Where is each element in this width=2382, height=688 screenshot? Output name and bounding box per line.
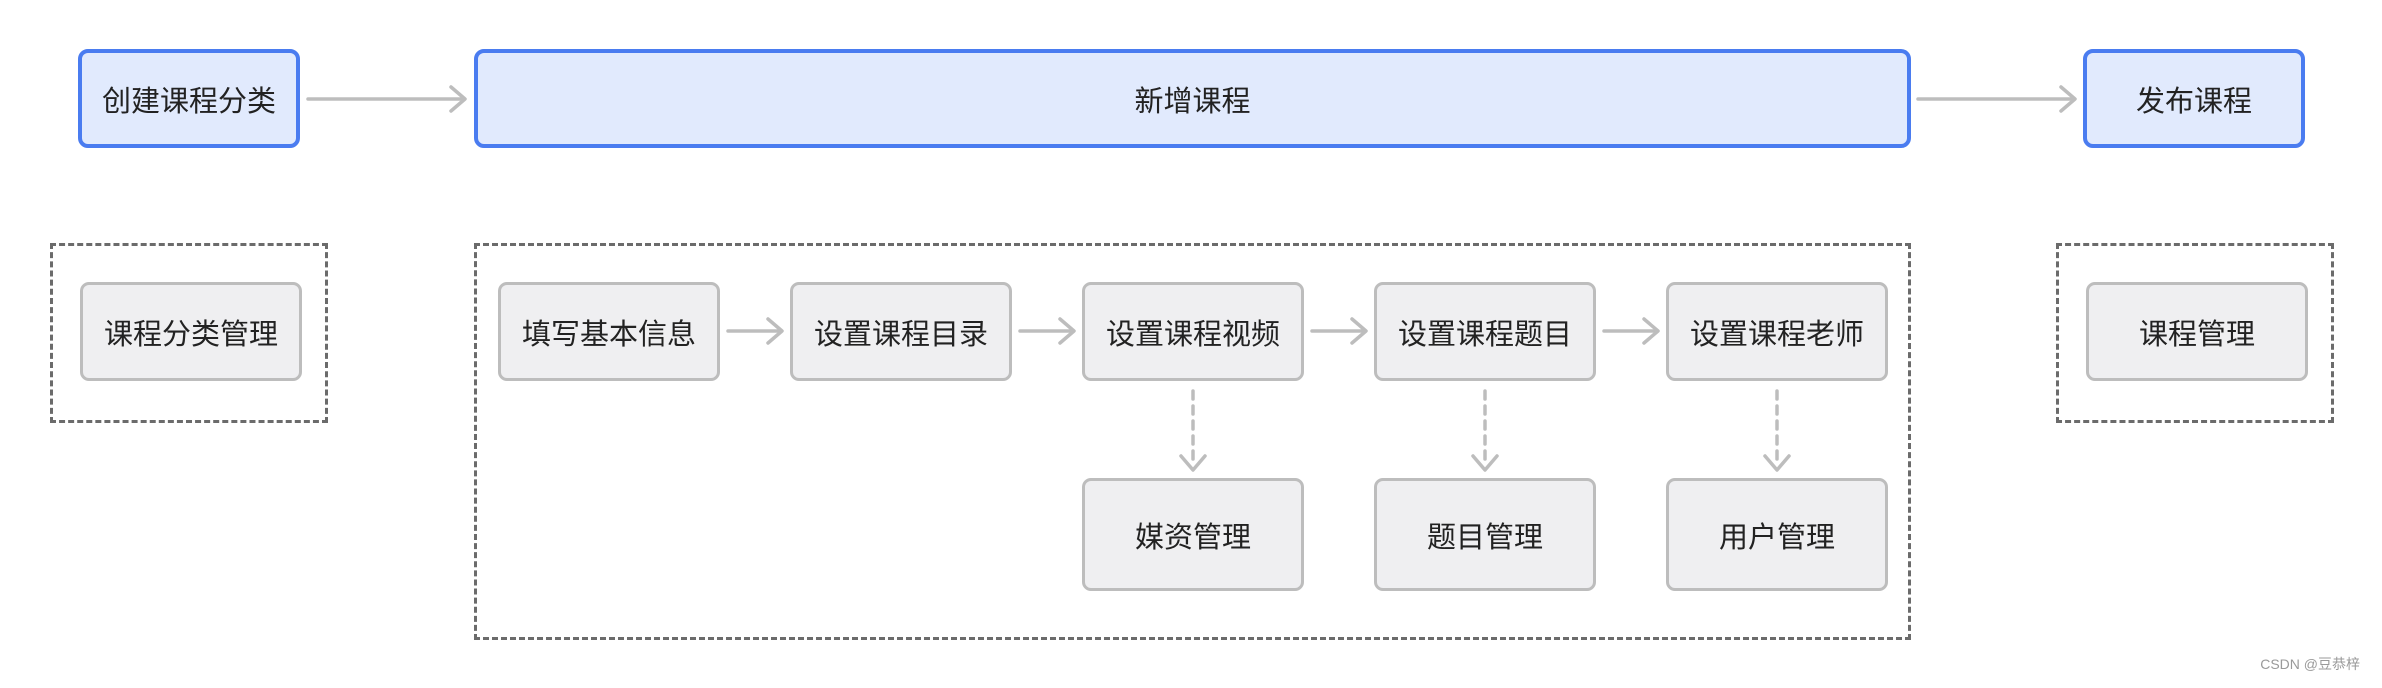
- arrow-step-3-to-4: [1310, 317, 1368, 345]
- dashed-arrow-teacher-to-user-mgmt: [1763, 389, 1791, 472]
- stage-publish-course: 发布课程: [2083, 49, 2305, 148]
- group-category: [50, 243, 328, 423]
- node-category-management: 课程分类管理: [80, 282, 302, 381]
- node-course-management-label: 课程管理: [2138, 316, 2255, 351]
- group-create-course: [474, 243, 1911, 640]
- node-course-management: 课程管理: [2086, 282, 2308, 381]
- node-set-catalog: 设置课程目录: [790, 282, 1012, 381]
- node-question-management-label: 题目管理: [1426, 519, 1543, 554]
- node-media-management: 媒资管理: [1082, 478, 1304, 591]
- arrow-category-to-add: [306, 85, 467, 113]
- node-set-questions-label: 设置课程题目: [1397, 316, 1572, 351]
- node-user-management-label: 用户管理: [1718, 519, 1835, 554]
- node-category-management-label: 课程分类管理: [103, 316, 278, 351]
- node-fill-basic-info-label: 填写基本信息: [521, 316, 696, 351]
- arrow-step-1-to-2: [726, 317, 784, 345]
- dashed-arrow-video-to-media: [1179, 389, 1207, 472]
- group-publish: [2056, 243, 2334, 423]
- node-fill-basic-info: 填写基本信息: [498, 282, 720, 381]
- node-set-video-label: 设置课程视频: [1105, 316, 1280, 351]
- node-set-catalog-label: 设置课程目录: [813, 316, 988, 351]
- stage-add-course: 新增课程: [474, 49, 1911, 148]
- arrow-add-to-publish: [1916, 85, 2077, 113]
- stage-add-course-label: 新增课程: [1134, 83, 1251, 118]
- node-question-management: 题目管理: [1374, 478, 1596, 591]
- node-set-video: 设置课程视频: [1082, 282, 1304, 381]
- stage-publish-course-label: 发布课程: [2135, 83, 2252, 118]
- arrow-step-4-to-5: [1602, 317, 1660, 345]
- stage-create-category: 创建课程分类: [78, 49, 300, 148]
- dashed-arrow-questions-to-question-mgmt: [1471, 389, 1499, 472]
- node-set-teacher: 设置课程老师: [1666, 282, 1888, 381]
- arrow-step-2-to-3: [1018, 317, 1076, 345]
- node-set-teacher-label: 设置课程老师: [1689, 316, 1864, 351]
- node-media-management-label: 媒资管理: [1134, 519, 1251, 554]
- node-user-management: 用户管理: [1666, 478, 1888, 591]
- stage-create-category-label: 创建课程分类: [101, 83, 276, 118]
- watermark: CSDN @豆恭梓: [2260, 656, 2360, 672]
- node-set-questions: 设置课程题目: [1374, 282, 1596, 381]
